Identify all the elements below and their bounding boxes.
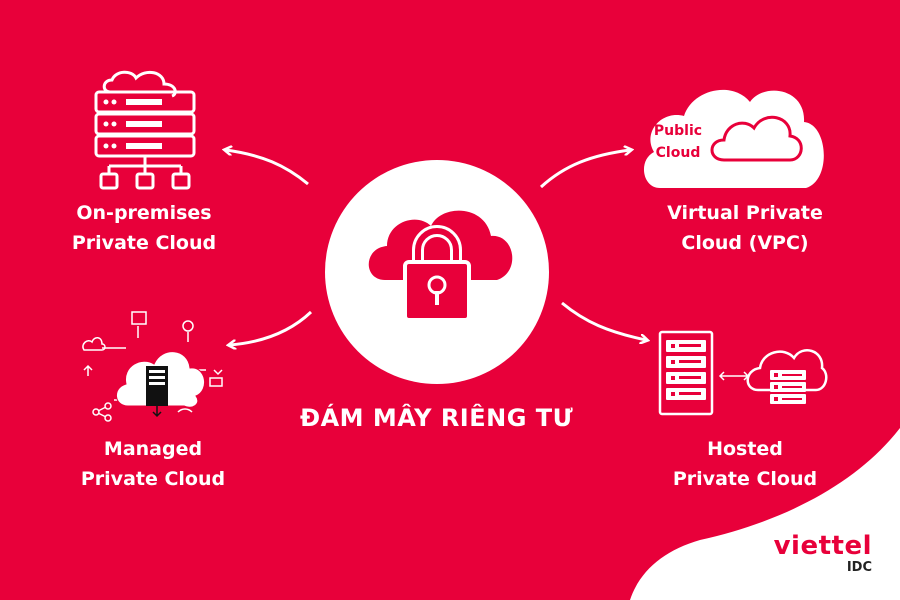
managed-line-1: Managed	[103, 438, 203, 460]
vpc-label: Virtual Private Cloud (VPC)	[652, 198, 838, 258]
on-premises-line-2: Private Cloud	[71, 232, 217, 254]
arrow-to-managed	[230, 310, 313, 345]
hosted-server-icon	[658, 330, 828, 416]
managed-label: Managed Private Cloud	[68, 434, 238, 494]
vpc-line-2: Cloud (VPC)	[681, 232, 809, 254]
on-premises-line-1: On-premises	[76, 202, 212, 224]
managed-line-2: Private Cloud	[80, 468, 226, 490]
viettel-idc-logo[interactable]: viettel IDC	[748, 532, 872, 576]
managed-cloud-icon	[82, 311, 223, 422]
brand-sub: IDC	[846, 560, 872, 575]
hosted-label: Hosted Private Cloud	[660, 434, 830, 494]
public-cloud-badge: Public Cloud	[650, 120, 706, 164]
center-title: ĐÁM MÂY RIÊNG TƯ	[300, 404, 574, 432]
on-premises-label: On-premises Private Cloud	[62, 198, 226, 258]
hosted-line-2: Private Cloud	[672, 468, 818, 490]
badge-line-2: Cloud	[655, 145, 701, 161]
vpc-line-1: Virtual Private	[667, 202, 823, 224]
badge-line-1: Public	[653, 123, 703, 139]
hosted-line-1: Hosted	[707, 438, 783, 460]
server-cloud-network-icon	[94, 70, 196, 190]
arrow-to-on-premises	[226, 150, 309, 186]
arrow-to-hosted	[561, 301, 646, 340]
cloud-lock-icon	[368, 210, 513, 322]
arrow-to-vpc	[539, 150, 630, 189]
public-cloud-icon	[643, 89, 824, 188]
brand-name: viettel	[773, 531, 872, 561]
